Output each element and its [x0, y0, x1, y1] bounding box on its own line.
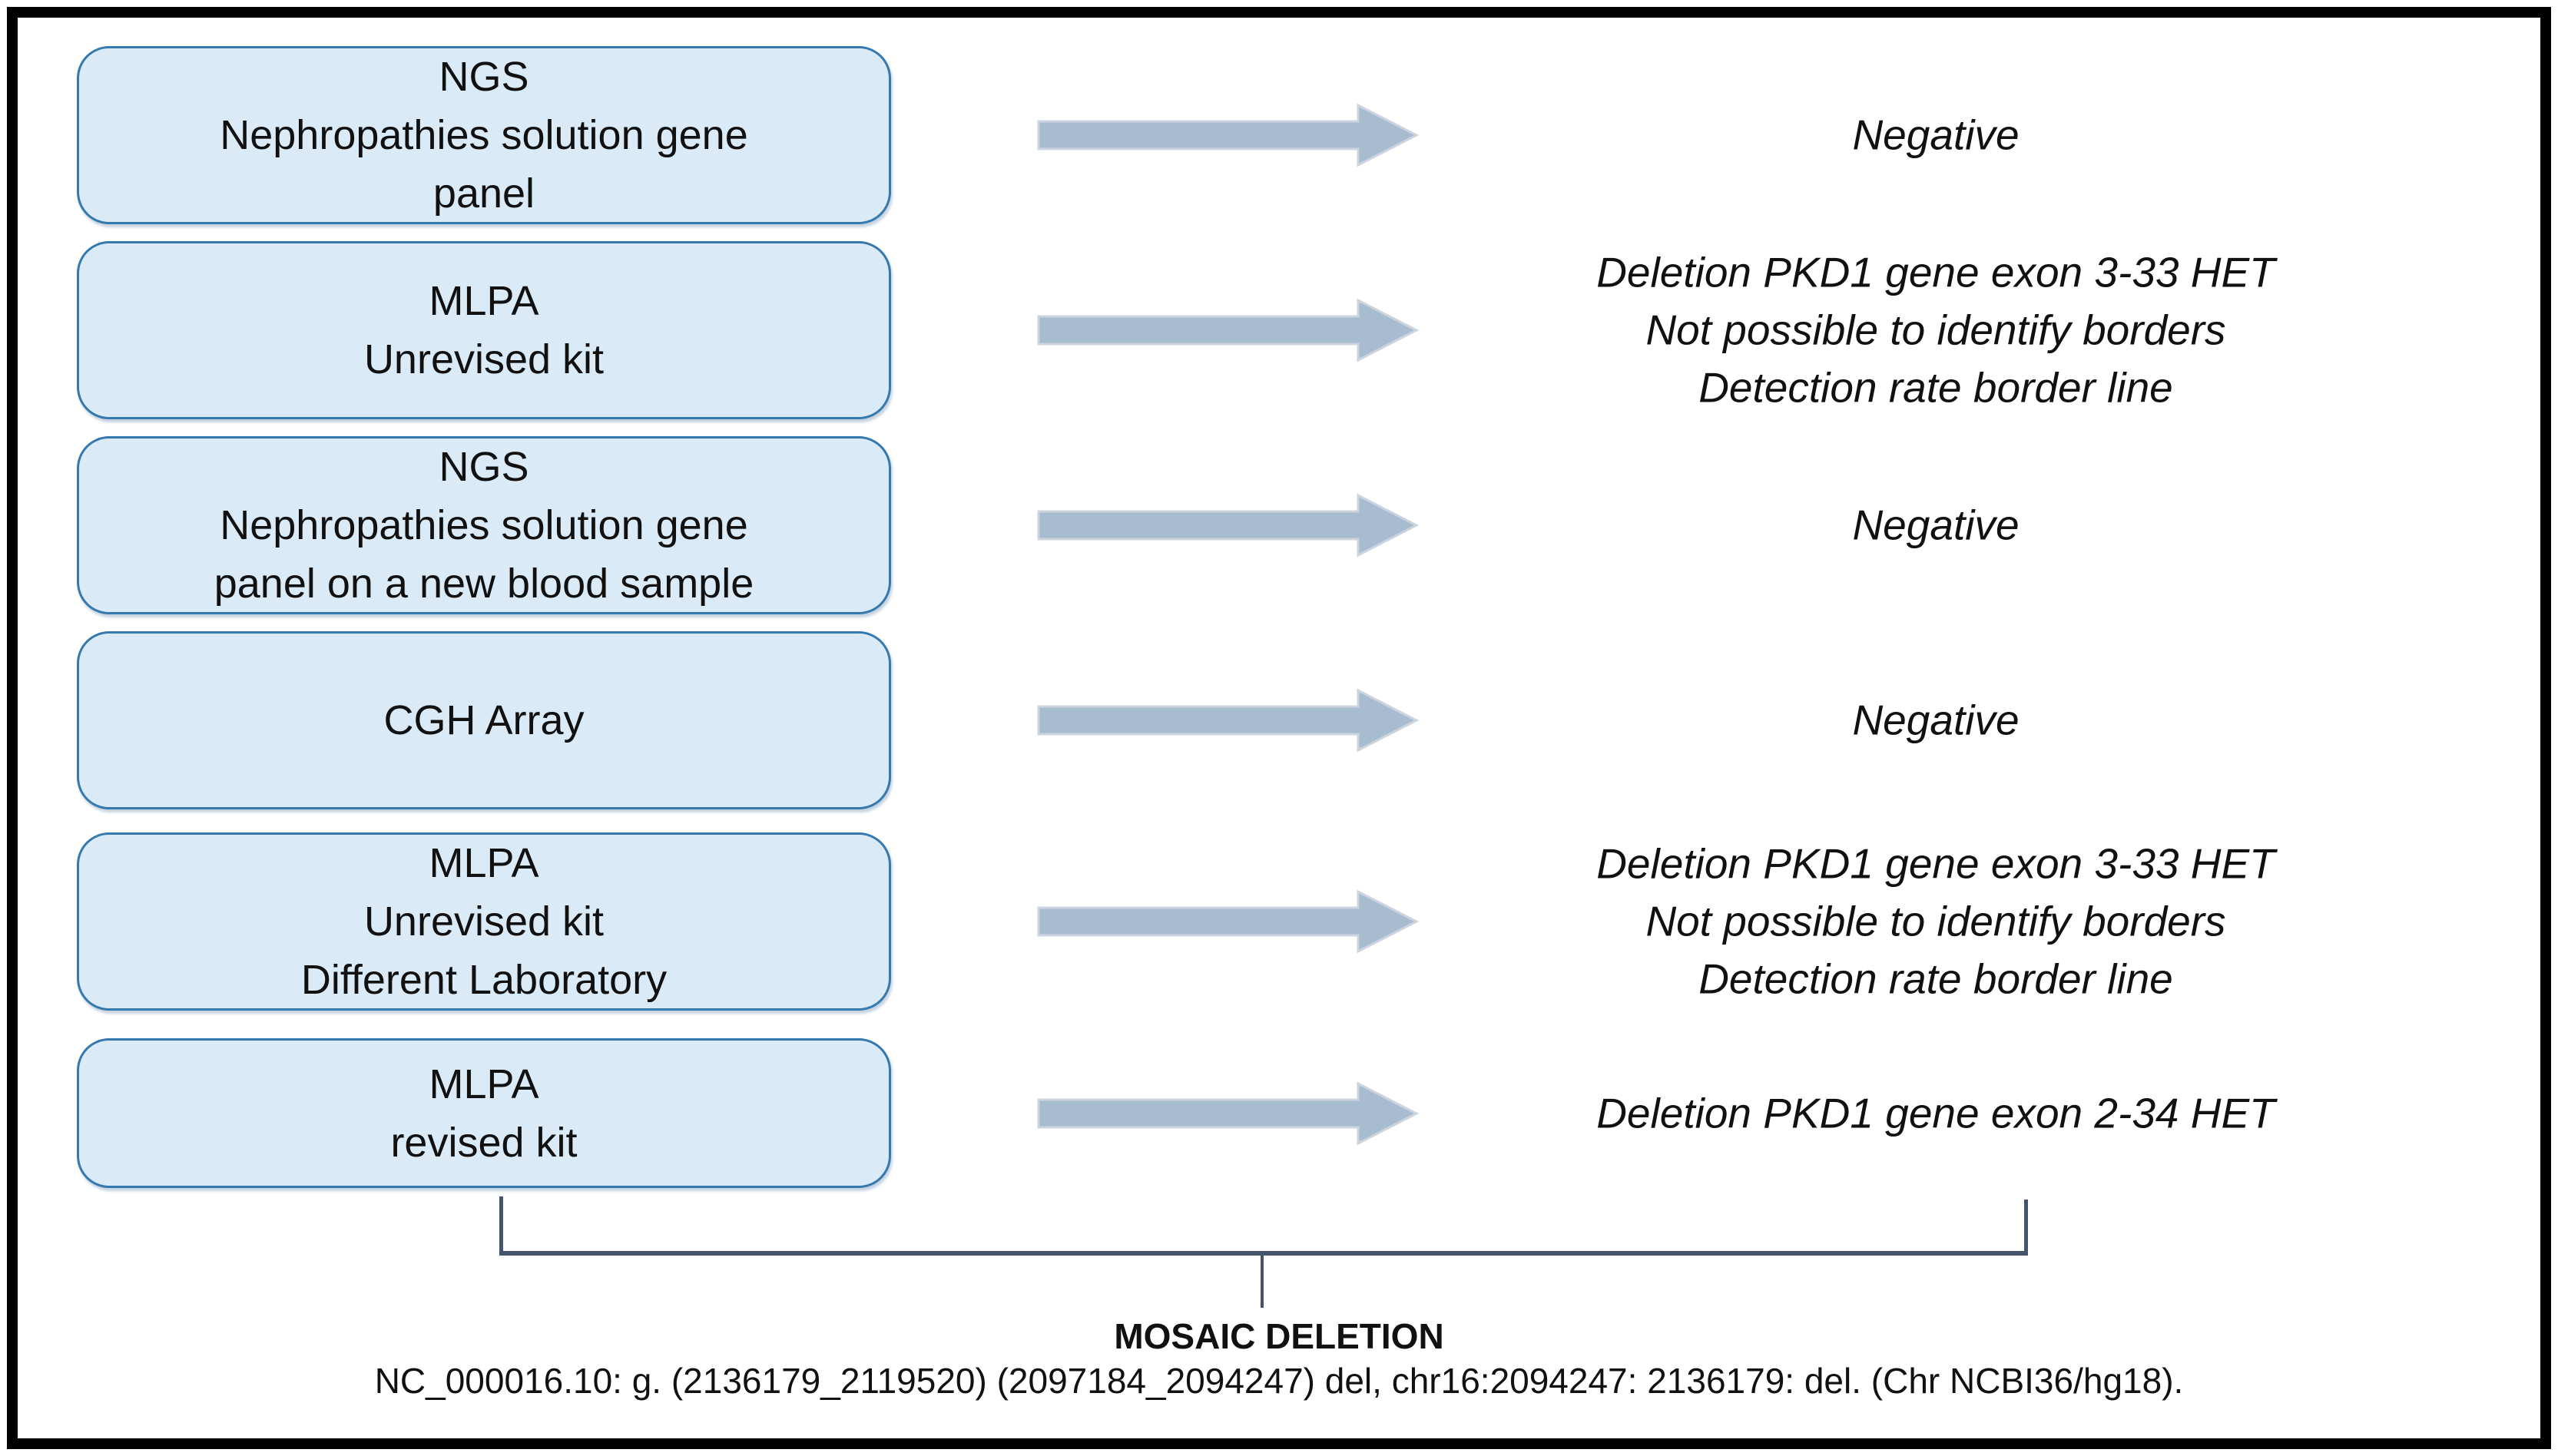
box-line: MLPA — [429, 278, 539, 324]
bracket-line — [499, 1251, 2028, 1256]
result-text: Negative — [1460, 692, 2412, 750]
box-line: revised kit — [390, 1119, 578, 1166]
result-text: Negative — [1460, 497, 2412, 554]
box-line: CGH Array — [383, 697, 585, 743]
right-arrow-icon — [1037, 889, 1420, 954]
test-box-cgh-array: CGH Array — [77, 631, 891, 809]
box-line: MLPA — [429, 1061, 539, 1107]
box-line: Different Laboratory — [300, 957, 668, 1003]
result-line: Negative — [1852, 501, 2020, 549]
box-line: Nephropathies solution gene — [220, 112, 748, 158]
bracket-right-tick — [2024, 1200, 2028, 1256]
test-box-ngs-panel: NGS Nephropathies solution gene panel — [77, 46, 891, 224]
result-line: Not possible to identify borders — [1645, 306, 2226, 354]
bracket-center-drop — [1261, 1254, 1264, 1308]
conclusion-detail: NC_000016.10: g. (2136179_2119520) (2097… — [374, 1361, 2184, 1401]
result-line: Detection rate border line — [1698, 363, 2173, 412]
right-arrow-icon — [1037, 103, 1420, 167]
box-line: panel — [432, 170, 535, 217]
box-line: NGS — [439, 444, 529, 490]
test-box-mlpa-revised: MLPA revised kit — [77, 1038, 891, 1188]
result-line: Not possible to identify borders — [1645, 897, 2226, 945]
result-line: Detection rate border line — [1698, 955, 2173, 1003]
result-line: Deletion PKD1 gene exon 3-33 HET — [1596, 839, 2275, 888]
box-line: Unrevised kit — [363, 898, 605, 945]
result-line: Negative — [1852, 696, 2020, 744]
test-box-mlpa-other-lab: MLPA Unrevised kit Different Laboratory — [77, 832, 891, 1011]
box-line: Nephropathies solution gene — [220, 502, 748, 548]
box-line: panel on a new blood sample — [214, 561, 754, 607]
result-text: Deletion PKD1 gene exon 3-33 HET Not pos… — [1460, 244, 2412, 417]
test-box-mlpa-unrevised: MLPA Unrevised kit — [77, 241, 891, 419]
right-arrow-icon — [1037, 493, 1420, 558]
diagram-frame — [7, 7, 2551, 1449]
result-text: Deletion PKD1 gene exon 3-33 HET Not pos… — [1460, 836, 2412, 1008]
right-arrow-icon — [1037, 688, 1420, 753]
result-text: Deletion PKD1 gene exon 2-34 HET — [1460, 1085, 2412, 1143]
right-arrow-icon — [1037, 1081, 1420, 1146]
box-line: MLPA — [429, 840, 539, 886]
conclusion-block: MOSAIC DELETION NC_000016.10: g. (213617… — [0, 1315, 2558, 1404]
result-text: Negative — [1460, 107, 2412, 164]
conclusion-title: MOSAIC DELETION — [1114, 1316, 1444, 1356]
bracket-left-tick — [499, 1196, 503, 1256]
result-line: Negative — [1852, 111, 2020, 159]
right-arrow-icon — [1037, 298, 1420, 362]
test-box-ngs-new-sample: NGS Nephropathies solution gene panel on… — [77, 436, 891, 614]
box-line: Unrevised kit — [363, 336, 605, 382]
result-line: Deletion PKD1 gene exon 3-33 HET — [1596, 248, 2275, 296]
result-line: Deletion PKD1 gene exon 2-34 HET — [1596, 1089, 2275, 1137]
box-line: NGS — [439, 54, 529, 100]
